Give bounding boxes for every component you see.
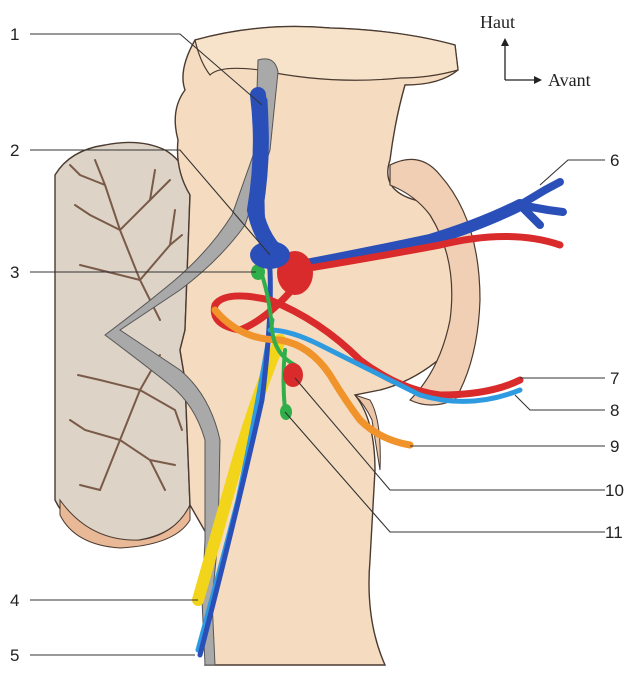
orientation-forward-label: Avant: [548, 70, 591, 90]
label-1: 1: [10, 25, 19, 44]
label-7: 7: [610, 369, 619, 388]
label-3: 3: [10, 263, 19, 282]
label-10: 10: [605, 481, 624, 500]
label-9: 9: [610, 437, 619, 456]
label-2: 2: [10, 141, 19, 160]
label-5: 5: [10, 646, 19, 665]
orientation-indicator: Haut Avant: [480, 12, 591, 90]
label-4: 4: [10, 591, 19, 610]
label-11: 11: [605, 523, 623, 542]
label-6: 6: [610, 151, 619, 170]
orientation-up-label: Haut: [480, 12, 515, 32]
label-8: 8: [610, 401, 619, 420]
